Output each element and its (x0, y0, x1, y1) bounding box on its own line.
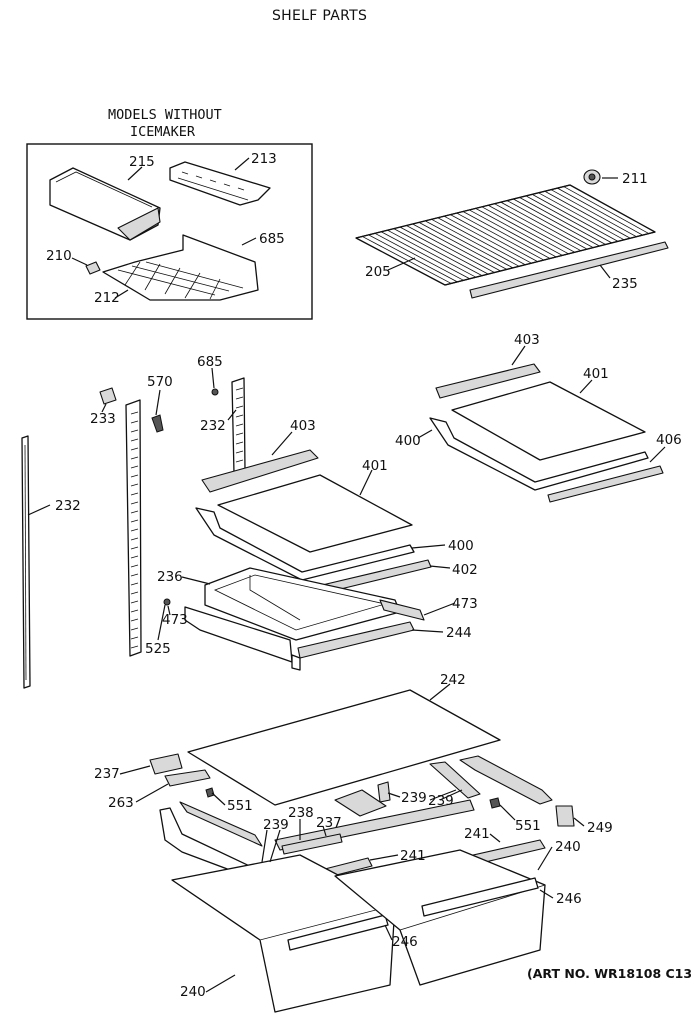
part-232-ladder-left (21, 435, 31, 689)
part-401-glass-left (217, 474, 413, 553)
part-232-ladder-upper (231, 377, 246, 475)
part-210-knob (85, 261, 101, 275)
part-685-screw (211, 388, 219, 396)
part-403-trim-left (201, 449, 319, 493)
callout-213: 213 (251, 151, 277, 167)
page-title: SHELF PARTS (272, 8, 367, 24)
part-236-drawer-side (184, 606, 293, 663)
callout-232-upper: 232 (200, 418, 226, 434)
callout-685: 685 (197, 354, 223, 370)
part-400-frame-left (195, 507, 415, 581)
callout-241-right: 241 (464, 826, 490, 842)
part-244-end (291, 654, 301, 671)
part-406-trim (547, 465, 664, 503)
part-215-ice-bucket (49, 167, 161, 241)
inset-box (26, 143, 313, 320)
art-number: (ART NO. WR18108 C13) (527, 966, 691, 981)
part-473-rail-right (379, 599, 425, 621)
callout-525: 525 (145, 641, 171, 657)
part-525-screw (163, 598, 171, 606)
callout-240-right: 240 (555, 839, 581, 855)
callout-240-left: 240 (180, 984, 206, 1000)
part-551-screw-left (205, 787, 215, 798)
part-235-trim (469, 241, 669, 299)
callout-238: 238 (288, 805, 314, 821)
part-551-screw-right (489, 797, 501, 809)
part-233-clip (99, 387, 117, 405)
callout-233: 233 (90, 411, 116, 427)
callout-403-left: 403 (290, 418, 316, 434)
callout-235: 235 (612, 276, 638, 292)
part-570-screw (151, 414, 164, 433)
part-240-crisper-left (171, 854, 396, 1013)
callout-239-left: 239 (263, 817, 289, 833)
inset-title-line2: ICEMAKER (130, 124, 196, 140)
callout-210: 210 (46, 248, 72, 264)
callout-241-left: 241 (400, 848, 426, 864)
callout-205: 205 (365, 264, 391, 280)
callout-239-right: 239 (428, 793, 454, 809)
callout-263: 263 (108, 795, 134, 811)
callout-242: 242 (440, 672, 466, 688)
callout-244: 244 (446, 625, 472, 641)
callout-212: 212 (94, 290, 120, 306)
part-239-center-bracket (334, 789, 387, 817)
callout-473-left: 473 (162, 612, 188, 628)
callout-402: 402 (452, 562, 478, 578)
callout-401-left: 401 (362, 458, 388, 474)
callout-551-left: 551 (227, 798, 253, 814)
part-205-wire-shelf (355, 184, 656, 286)
part-212-tray (102, 234, 259, 301)
part-263-trim (164, 769, 211, 787)
callout-406: 406 (656, 432, 682, 448)
callout-403-right: 403 (514, 332, 540, 348)
callout-570: 570 (147, 374, 173, 390)
callout-400-left: 400 (448, 538, 474, 554)
part-237-bracket-left (149, 753, 183, 775)
part-213-ice-tray (169, 161, 271, 206)
part-403-trim-right (435, 363, 541, 399)
callout-239-center: 239 (401, 790, 427, 806)
part-239-slide-right (429, 755, 553, 805)
callout-236: 236 (157, 569, 183, 585)
callout-237-left: 237 (94, 766, 120, 782)
part-249-damper (555, 805, 575, 827)
callout-211: 211 (622, 171, 648, 187)
callout-400-right: 400 (395, 433, 421, 449)
part-238-insert (281, 833, 343, 855)
callout-246-right: 246 (556, 891, 582, 907)
part-401-glass-right (451, 381, 646, 461)
part-239-roller (377, 781, 391, 803)
callout-232-left: 232 (55, 498, 81, 514)
callout-246-left: 246 (392, 934, 418, 950)
inset-leaders (71, 157, 257, 299)
part-240-crisper-right (334, 849, 546, 986)
inset-title-line1: MODELS WITHOUT (108, 107, 222, 123)
callout-551-right: 551 (515, 818, 541, 834)
callout-401-right: 401 (583, 366, 609, 382)
callout-215: 215 (129, 154, 155, 170)
callout-237-center: 237 (316, 815, 342, 831)
callout-685-inset: 685 (259, 231, 285, 247)
part-242-glass-cover (187, 689, 501, 806)
callout-473-right: 473 (452, 596, 478, 612)
part-232-ladder-center (125, 399, 142, 657)
part-400-frame-right (429, 417, 649, 491)
callout-249: 249 (587, 820, 613, 836)
part-211-grommet (583, 169, 601, 185)
